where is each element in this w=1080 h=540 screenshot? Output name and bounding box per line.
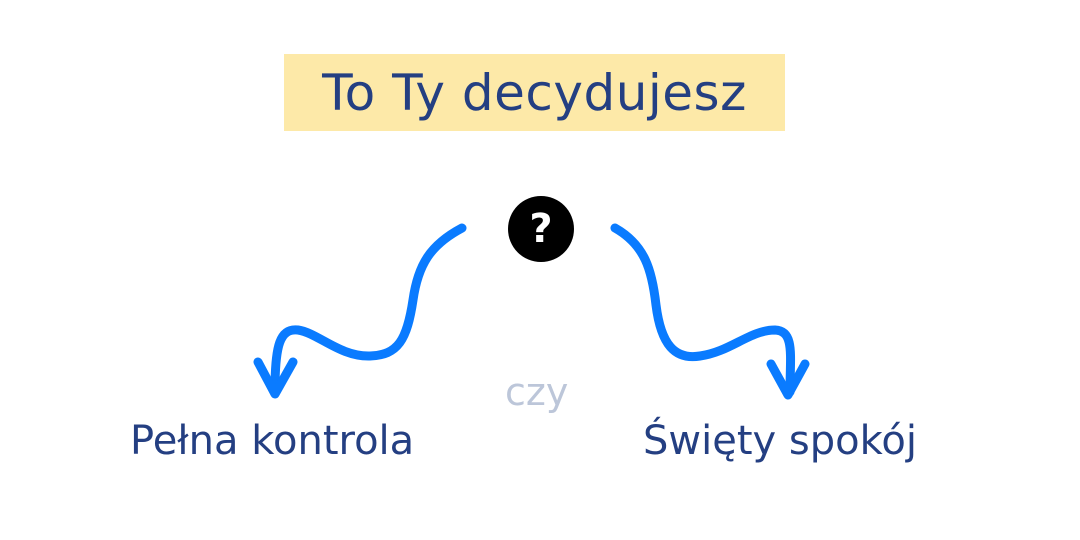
title-highlight: To Ty decydujesz	[284, 54, 785, 131]
page-title: To Ty decydujesz	[322, 63, 747, 122]
separator-text: czy	[505, 370, 569, 414]
question-mark-icon: ?	[508, 196, 574, 262]
left-arrow-icon	[270, 223, 467, 395]
question-mark-glyph: ?	[529, 206, 553, 252]
option-full-control: Pełna kontrola	[130, 418, 415, 464]
left-arrowhead-icon	[253, 357, 298, 399]
option-peace-of-mind: Święty spokój	[643, 418, 917, 464]
right-arrowhead-icon	[766, 359, 810, 400]
right-arrow-icon	[610, 223, 796, 397]
